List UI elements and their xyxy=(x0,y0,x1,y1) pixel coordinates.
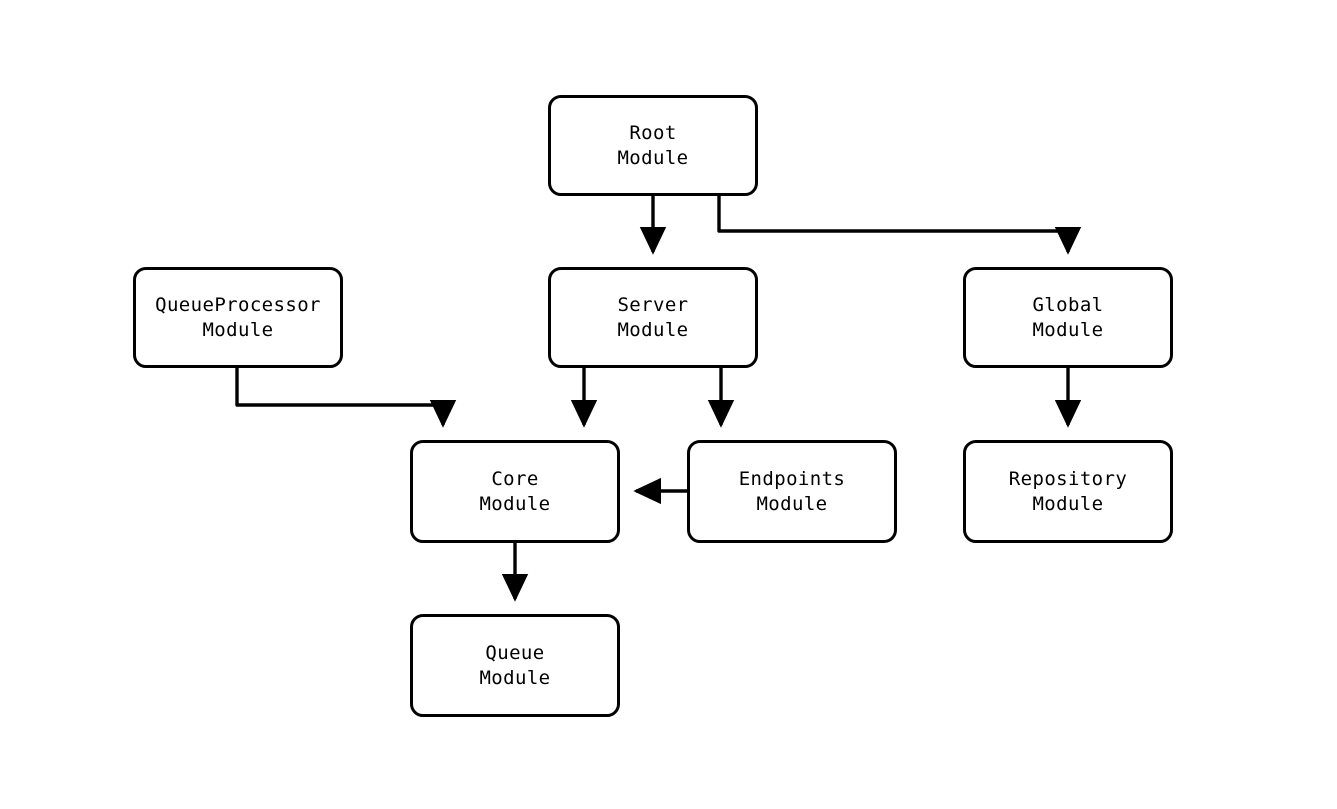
node-label-primary: Global xyxy=(1032,294,1104,317)
node-label-primary: Queue xyxy=(485,642,545,665)
node-label-secondary: Module xyxy=(479,492,551,515)
node-label-secondary: Module xyxy=(617,146,689,169)
node-label-primary: Server xyxy=(617,294,689,317)
node-label-primary: Root xyxy=(629,122,677,145)
node-label-secondary: Module xyxy=(617,318,689,341)
node-label-primary: Core xyxy=(491,468,539,491)
node-label-secondary: Module xyxy=(756,492,828,515)
edge-root-global xyxy=(717,196,1082,255)
node-label-secondary: Module xyxy=(1032,318,1104,341)
node-label-secondary: Module xyxy=(1032,492,1104,515)
node-label-secondary: Module xyxy=(479,666,551,689)
node-label-primary: Repository xyxy=(1008,468,1128,491)
node-label-secondary: Module xyxy=(202,318,274,341)
edge-queueprocessor-core xyxy=(235,368,457,428)
node-label-primary: QueueProcessor xyxy=(155,294,321,317)
node-label-primary: Endpoints xyxy=(738,468,846,491)
